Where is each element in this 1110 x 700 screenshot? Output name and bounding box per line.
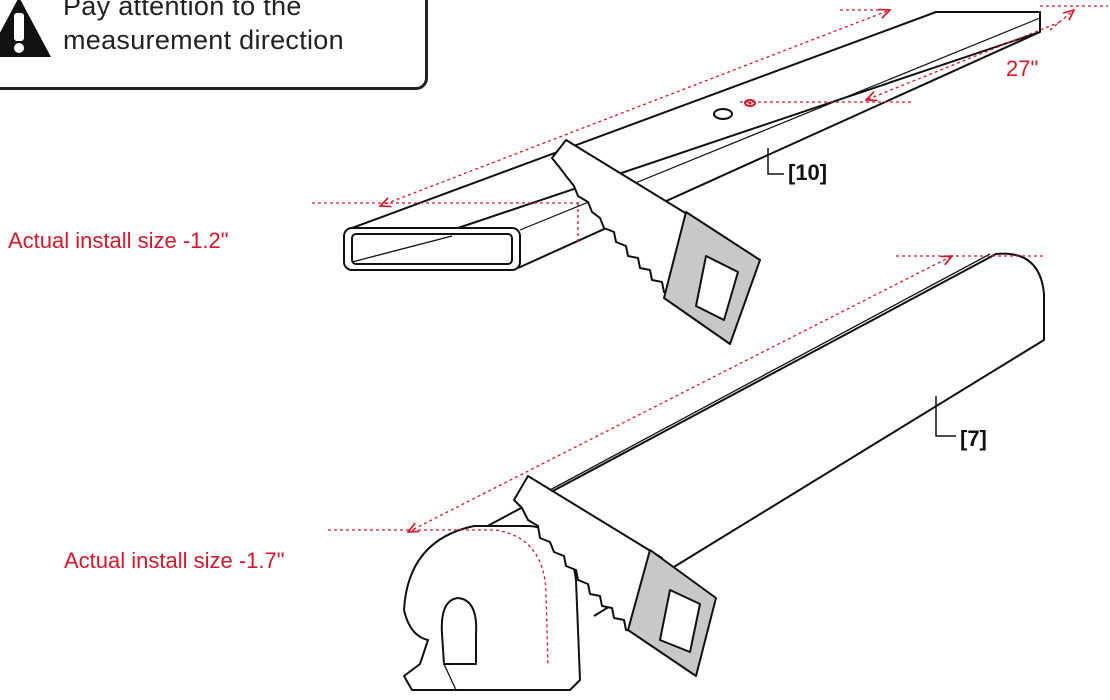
notice-line-1: Pay attention to the (63, 0, 302, 21)
top-length-label: 27" (1006, 56, 1038, 81)
notice-text: Pay attention to the measurement directi… (63, 0, 344, 57)
part-number-10: [10] (788, 160, 827, 185)
dimension-lines-bottom (328, 256, 1046, 667)
bottom-cut-label: Actual install size -1.7" (64, 548, 285, 573)
dimension-lines-top (312, 5, 1108, 244)
warning-exclamation-icon (0, 0, 51, 57)
part-number-7: [7] (960, 426, 987, 451)
notice-box: Pay attention to the measurement directi… (0, 0, 428, 90)
saw-top (551, 139, 761, 345)
notice-line-2: measurement direction (63, 25, 344, 55)
top-cut-label: Actual install size -1.2" (8, 228, 229, 253)
